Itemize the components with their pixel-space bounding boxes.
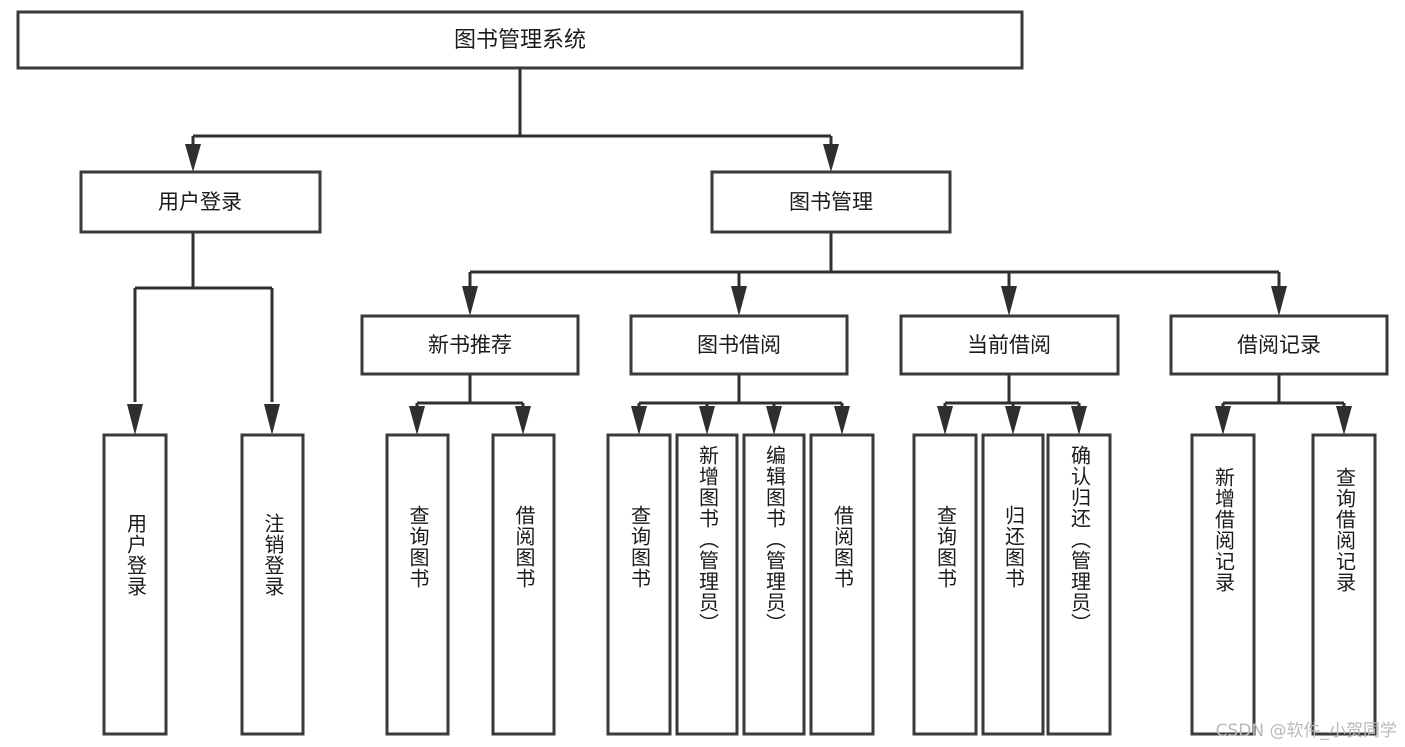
arrow-head-leaf-edit-book: [766, 406, 782, 435]
arrow-head-leaf-confirm-return: [1071, 406, 1087, 435]
arrow-head-leaf-add-record: [1215, 406, 1231, 435]
node-borrow-record-rect[interactable]: [1169, 314, 1389, 376]
node-new-book-recommend-rect[interactable]: [360, 314, 580, 376]
node-book-manage-label: 图书管理: [789, 190, 873, 214]
arrow-head-leaf-return-book: [1005, 406, 1021, 435]
arrow-head-book-manage: [823, 144, 839, 172]
arrow-head-borrow-record: [1271, 286, 1287, 316]
leaf-box-query-book-2[interactable]: [606, 433, 672, 736]
leaf-box-logout[interactable]: [240, 433, 305, 736]
leaf-box-return-book[interactable]: [981, 433, 1045, 736]
arrow-head-leaf-query-book-1: [409, 406, 425, 435]
leaf-box-query-book-1[interactable]: [385, 433, 450, 736]
leaf-box-query-book-3[interactable]: [912, 433, 978, 736]
node-root[interactable]: 图书管理系统: [16, 10, 1024, 70]
node-root-label: 图书管理系统: [454, 28, 586, 53]
arrow-head-leaf-add-book: [699, 406, 715, 435]
node-book-borrow[interactable]: 图书借阅: [629, 314, 849, 376]
node-borrow-record[interactable]: 借阅记录: [1169, 314, 1389, 376]
node-root-rect[interactable]: [16, 10, 1024, 70]
arrow-head-leaf-user-login: [127, 404, 143, 435]
arrow-head-leaf-query-record: [1336, 406, 1352, 435]
node-user-login-label: 用户登录: [158, 190, 242, 214]
node-current-borrow[interactable]: 当前借阅: [899, 314, 1120, 376]
node-book-borrow-label: 图书借阅: [697, 333, 781, 357]
leaf-box-borrow-book-1[interactable]: [491, 433, 556, 736]
arrow-head-leaf-logout: [264, 404, 280, 435]
leaf-box-edit-book[interactable]: [742, 433, 806, 736]
arrow-head-leaf-borrow-book-2: [834, 406, 850, 435]
watermark-text: CSDN @软件_小贺同学: [1215, 721, 1397, 741]
leaf-box-add-book[interactable]: [675, 433, 739, 736]
node-new-book-recommend[interactable]: 新书推荐: [360, 314, 580, 376]
arrow-head-current-borrow: [1001, 286, 1017, 316]
arrow-head-new-book-recommend: [462, 286, 478, 316]
node-book-manage[interactable]: 图书管理: [710, 170, 952, 234]
node-current-borrow-rect[interactable]: [899, 314, 1120, 376]
leaf-box-confirm-return[interactable]: [1046, 433, 1112, 736]
node-current-borrow-label: 当前借阅: [967, 333, 1051, 357]
arrow-head-leaf-query-book-3: [937, 406, 953, 435]
leaf-box-add-record[interactable]: [1190, 433, 1256, 736]
node-new-book-recommend-label: 新书推荐: [428, 333, 512, 357]
arrow-head-leaf-query-book-2: [631, 406, 647, 435]
node-user-login[interactable]: 用户登录: [79, 170, 322, 234]
leaf-box-user-login[interactable]: [102, 433, 168, 736]
node-book-borrow-rect[interactable]: [629, 314, 849, 376]
arrow-head-user-login: [185, 144, 201, 172]
node-borrow-record-label: 借阅记录: [1237, 333, 1321, 357]
node-book-manage-rect[interactable]: [710, 170, 952, 234]
arrow-head-book-borrow: [731, 286, 747, 316]
leaf-box-query-record[interactable]: [1311, 433, 1377, 736]
node-user-login-rect[interactable]: [79, 170, 322, 234]
connector-layer: [127, 68, 1352, 435]
leaf-boxes-layer: [102, 433, 1377, 736]
arrow-head-leaf-borrow-book-1: [515, 406, 531, 435]
leaf-box-borrow-book-2[interactable]: [809, 433, 875, 736]
